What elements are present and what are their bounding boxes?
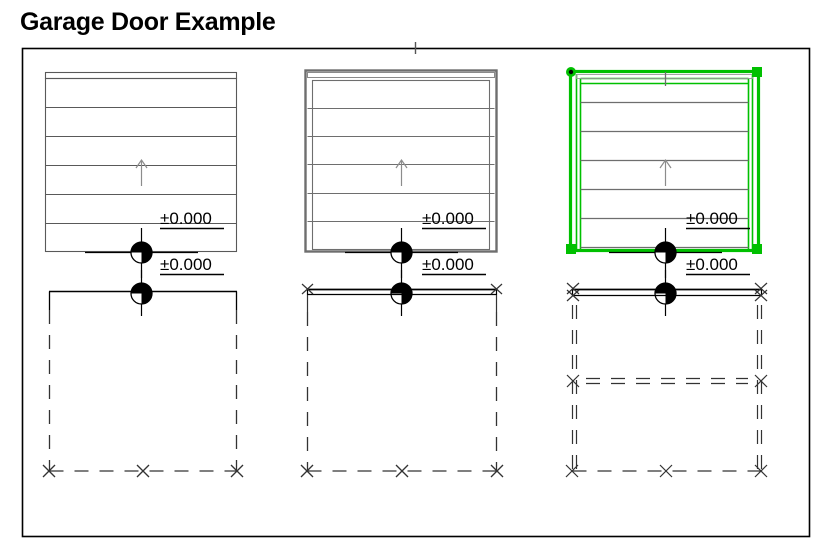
figure-1-plan-x-markers (42, 464, 244, 478)
x-marker (301, 283, 314, 295)
figure-1-level-mark-upper[interactable]: ±0.000 (85, 209, 224, 278)
figure-2-header-strip (307, 72, 495, 78)
figure-2-level-label-upper: ±0.000 (422, 209, 474, 228)
figure-1-level-mark-lower[interactable]: ±0.000 (130, 255, 224, 316)
figure-2-lintel-end-ticks (301, 283, 503, 295)
figure-3-level-label-lower: ±0.000 (686, 255, 738, 274)
figure-3-garage-door-selected[interactable]: ±0.000 ±0.000 (565, 67, 768, 478)
x-marker (754, 374, 768, 388)
x-marker (566, 374, 580, 388)
grip-top-right[interactable] (752, 67, 762, 77)
figure-2-garage-door-framed[interactable]: ±0.000 ±0.000 (300, 69, 504, 478)
x-marker (754, 464, 768, 478)
figure-2-plan-x-markers (300, 464, 504, 478)
x-marker (566, 289, 580, 302)
figure-2-plan-jamb-returns (306, 295, 498, 312)
figure-3-level-mark-upper[interactable]: ±0.000 (609, 209, 750, 278)
figure-3-lintel-end-ticks (566, 282, 768, 302)
figure-1-open-direction-arrow-icon (135, 158, 148, 186)
figure-2-level-mark-lower[interactable]: ±0.000 (390, 255, 486, 316)
figure-2-lintel[interactable] (306, 288, 498, 296)
x-marker (136, 464, 150, 478)
x-marker (490, 464, 504, 478)
grip-bottom-right[interactable] (752, 244, 762, 254)
x-marker (300, 464, 314, 478)
figure-1-plan-jamb-returns (48, 291, 238, 310)
figure-1-plan-hidden-outline[interactable] (48, 310, 238, 472)
figure-1-header-strip (44, 71, 238, 80)
figure-2-plan-hidden-outline[interactable] (306, 312, 498, 472)
figure-2-level-mark-upper[interactable]: ±0.000 (345, 209, 486, 278)
figure-1-garage-door-plain[interactable]: ±0.000 ±0.000 (42, 71, 244, 478)
x-marker (490, 283, 503, 295)
figure-1-level-label-upper: ±0.000 (160, 209, 212, 228)
x-marker (230, 464, 244, 478)
x-marker (42, 464, 56, 478)
figure-3-plan-hidden-outline[interactable] (571, 305, 763, 472)
figure-1-level-label-lower: ±0.000 (160, 255, 212, 274)
x-marker (659, 464, 673, 478)
figure-3-level-mark-lower[interactable]: ±0.000 (654, 255, 750, 316)
figure-2-level-label-lower: ±0.000 (422, 255, 474, 274)
x-marker (565, 464, 579, 478)
x-marker (754, 289, 768, 302)
figure-3-lintel[interactable] (571, 288, 763, 297)
page-title: Garage Door Example (20, 8, 276, 36)
figure-3-open-direction-arrow-icon (659, 158, 672, 186)
figure-3-plan-mid-rail[interactable] (586, 377, 748, 385)
figure-3-level-label-upper: ±0.000 (686, 209, 738, 228)
grip-top-left-node[interactable] (566, 67, 576, 77)
figure-3-plan-x-markers (565, 374, 768, 478)
grip-bottom-left[interactable] (566, 244, 576, 254)
figure-3-selection-grips[interactable] (566, 67, 762, 254)
x-marker (395, 464, 409, 478)
figure-2-open-direction-arrow-icon (395, 158, 408, 186)
